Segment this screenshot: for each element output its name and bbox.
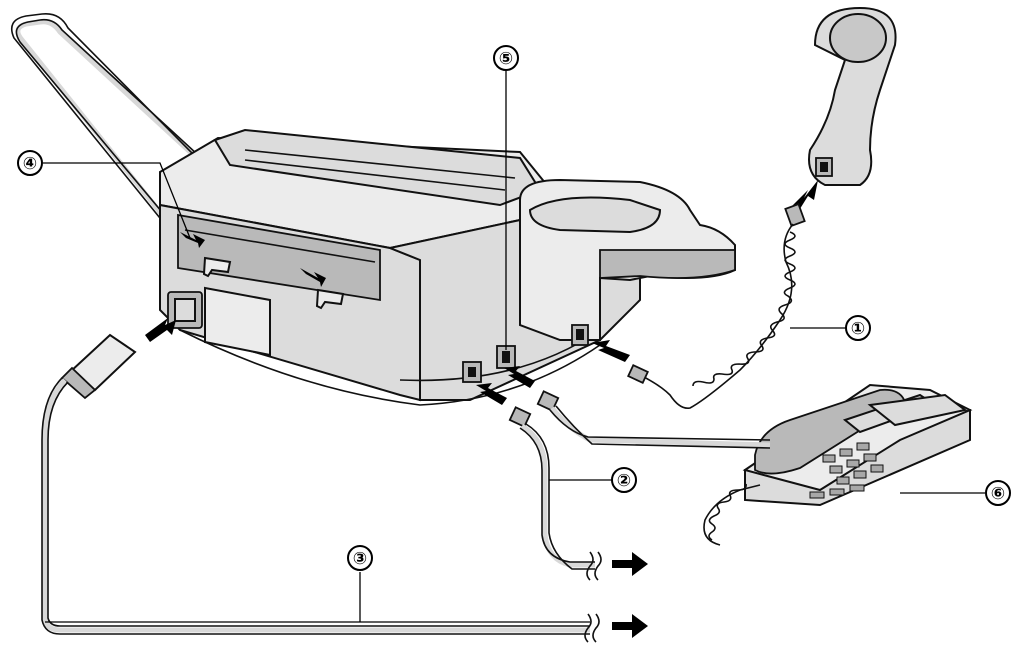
callout-ext-jack: ⑤ (493, 45, 519, 71)
paper-tray-wire (10, 12, 309, 266)
callout-label: ④ (23, 154, 37, 174)
callout-extension-telephone: ⑥ (985, 480, 1011, 506)
cords (41, 333, 771, 643)
callout-power-cord: ③ (347, 545, 373, 571)
callout-label: ① (851, 319, 865, 339)
callout-handset-cord: ① (845, 315, 871, 341)
callout-label: ⑥ (991, 484, 1005, 504)
handset (808, 6, 897, 186)
fax-machine (159, 128, 736, 406)
callout-telephone-line-cord: ② (611, 467, 637, 493)
callout-paper-tray: ④ (17, 150, 43, 176)
leader-lines (43, 71, 985, 623)
callout-label: ③ (353, 549, 367, 569)
callout-label: ② (617, 471, 631, 491)
callout-label: ⑤ (499, 49, 513, 69)
extension-telephone (703, 383, 973, 546)
handset-coiled-cord (627, 202, 806, 410)
